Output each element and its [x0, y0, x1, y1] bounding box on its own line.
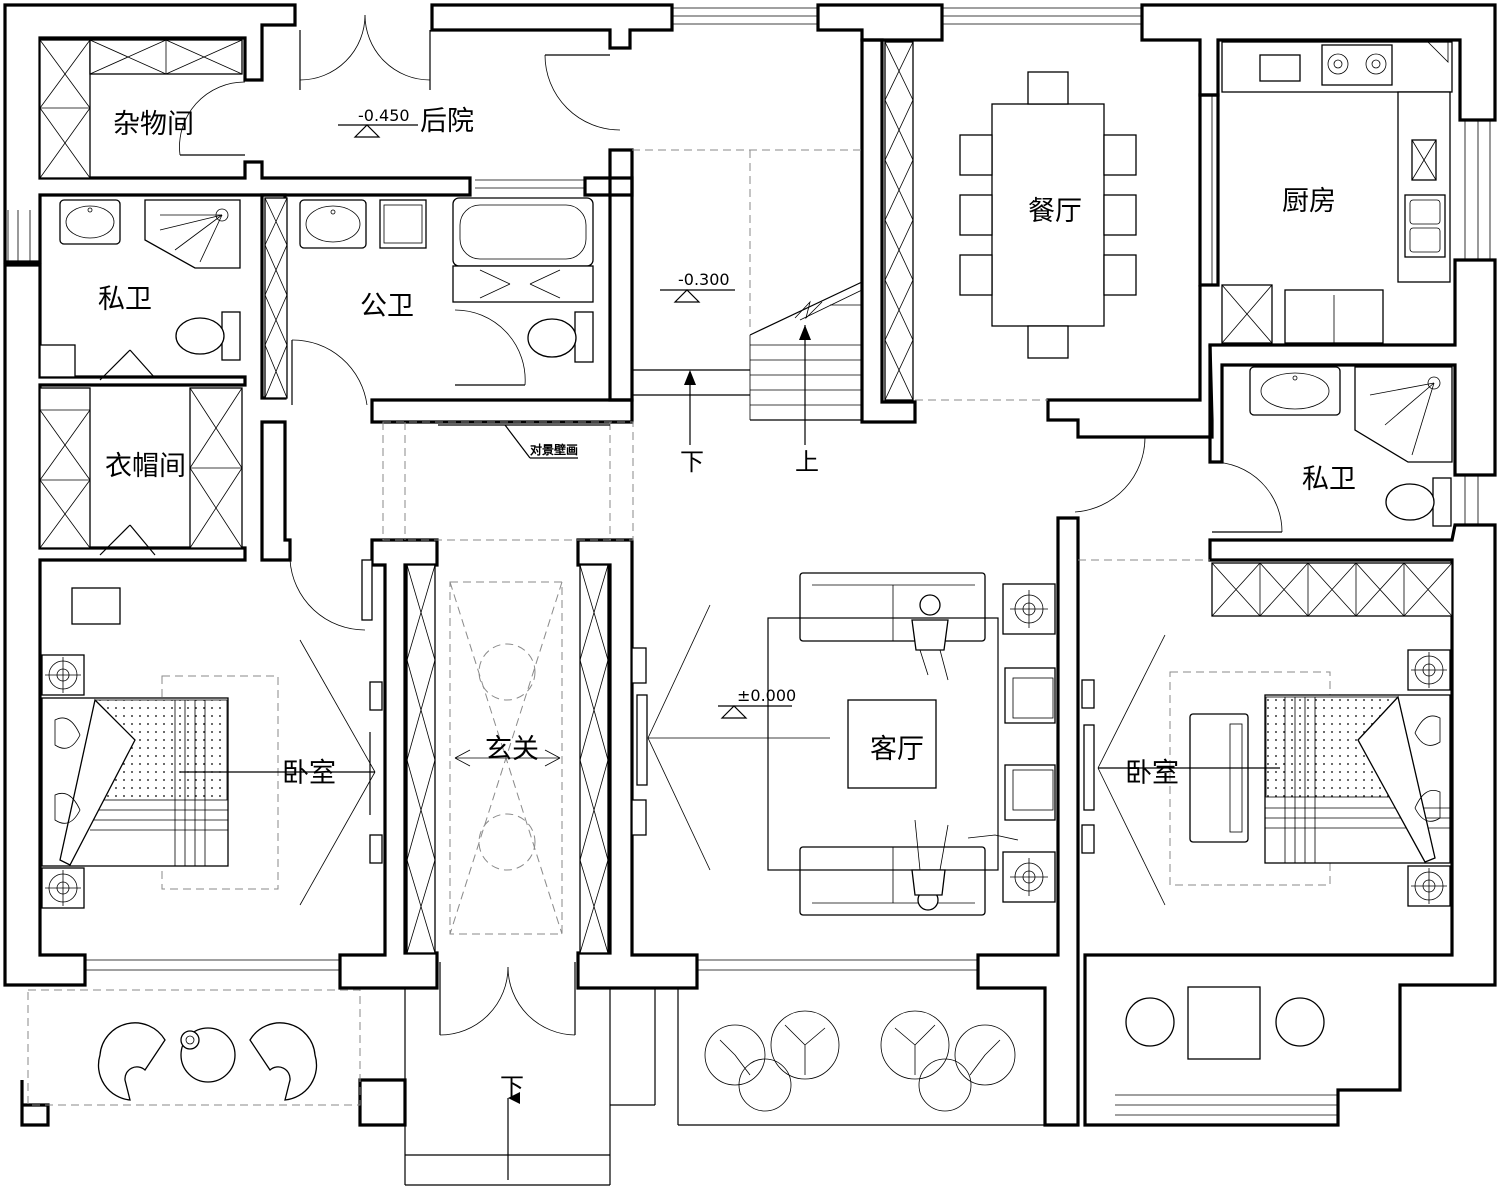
room-label-foyer: 玄关 — [485, 734, 539, 765]
bedroom-right — [1081, 562, 1453, 907]
cloakroom — [39, 387, 243, 556]
level-living-text: ±0.000 — [737, 686, 796, 705]
room-label-private-bath-left: 私卫 — [98, 284, 152, 315]
room-label-bedroom-left: 卧室 — [282, 758, 336, 789]
room-label-living: 客厅 — [870, 734, 924, 765]
room-label-cloakroom: 衣帽间 — [105, 451, 186, 482]
level-mark-stair: -0.300 — [660, 270, 735, 303]
room-label-bedroom-right: 卧室 — [1125, 758, 1179, 789]
public-bath — [264, 197, 594, 406]
entrance-down-label: 下 — [500, 1073, 524, 1101]
dashed-lines — [27, 149, 1331, 1186]
room-label-private-bath-right: 私卫 — [1302, 464, 1356, 495]
room-label-kitchen: 厨房 — [1282, 186, 1336, 217]
level-stair-text: -0.300 — [678, 270, 730, 289]
bedroom-left — [41, 559, 383, 909]
level-mark-backyard: -0.450 — [338, 106, 418, 138]
room-label-dining: 餐厅 — [1028, 196, 1082, 227]
level-backyard-text: -0.450 — [358, 106, 410, 125]
feature-wall-callout: 对景壁画 — [438, 424, 610, 459]
living-room — [631, 572, 1056, 916]
feature-wall-text: 对景壁画 — [530, 442, 578, 457]
staircase — [632, 281, 863, 445]
backyard-doors — [299, 14, 621, 131]
room-label-backyard: 后院 — [420, 106, 474, 137]
dining — [884, 41, 1137, 401]
kitchen — [1211, 41, 1453, 344]
private-bath-right — [1074, 366, 1453, 533]
shrub-group — [704, 1010, 1016, 1112]
walls — [3, 3, 1497, 1127]
terraces — [97, 986, 1325, 1112]
private-bath-left — [39, 199, 241, 381]
foyer — [406, 564, 609, 1180]
room-labels: 杂物间 后院 私卫 公卫 餐厅 厨房 衣帽间 私卫 玄关 卧室 客厅 卧室 下 … — [98, 106, 1356, 1101]
stair-down-label: 下 — [680, 448, 704, 476]
room-label-storage: 杂物间 — [113, 109, 194, 140]
room-label-public-bath: 公卫 — [360, 291, 414, 322]
level-mark-living: ±0.000 — [718, 686, 796, 719]
windows — [7, 7, 1491, 1116]
storage-room — [39, 39, 246, 179]
stair-up-label: 上 — [795, 448, 819, 476]
